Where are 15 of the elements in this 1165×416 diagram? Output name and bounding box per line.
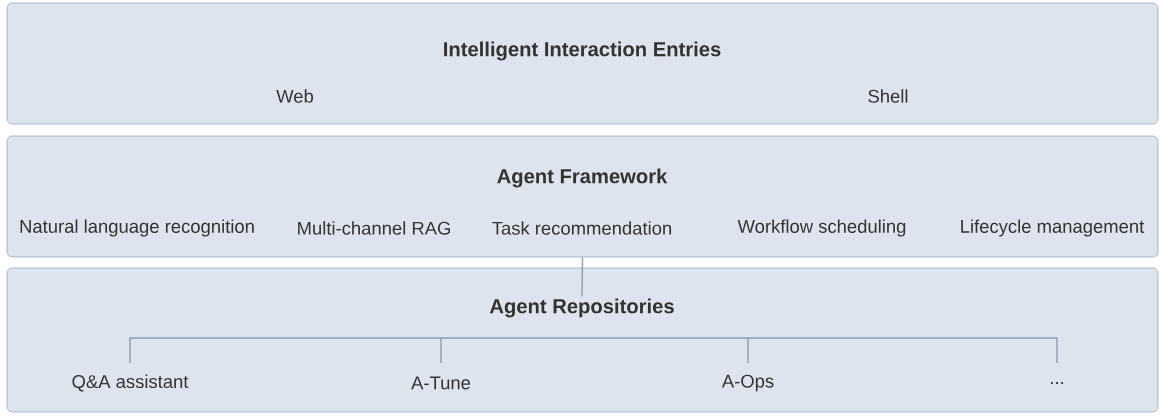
feature-label: Workflow scheduling	[737, 219, 906, 237]
feature-label: Task recommendation	[492, 221, 671, 235]
repository-label: Q&A assistant	[72, 374, 189, 392]
entry-label: Shell	[868, 89, 908, 103]
feature-label: Natural language recognition	[20, 219, 254, 237]
connector-line	[581, 256, 584, 298]
repository-label: A-Ops	[721, 374, 774, 392]
feature-label: Lifecycle management	[961, 219, 1145, 237]
repository-label: ...	[1051, 382, 1063, 384]
feature-label: Multi-channel RAG	[298, 221, 450, 235]
layer-heading: Agent Framework	[497, 168, 668, 188]
layer-heading: Intelligent Interaction Entries	[444, 41, 721, 61]
entry-label: Web	[276, 89, 314, 103]
repository-label: A-Tune	[411, 376, 471, 390]
layer-heading: Agent Repositories	[489, 298, 674, 318]
